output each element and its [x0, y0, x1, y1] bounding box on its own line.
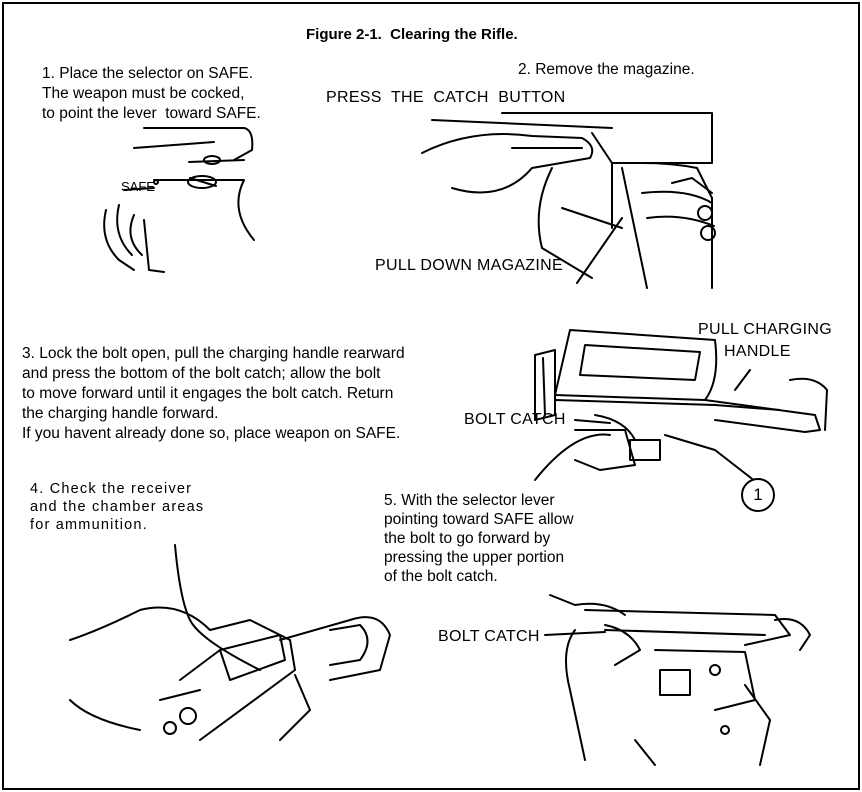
step-3-line: 3. Lock the bolt open, pull the charging… [22, 345, 405, 362]
step-4-line: and the chamber areas [30, 499, 205, 515]
pull-charging-label-line-2: HANDLE [724, 343, 791, 360]
magazine-illustration [421, 112, 716, 289]
step-3-line: If you havent already done so, place wea… [22, 425, 401, 442]
step-1-line: to point the lever toward SAFE. [42, 105, 261, 122]
step-2-text: 2. Remove the magazine. [518, 61, 695, 78]
selector-illustration [103, 127, 255, 273]
step-5-line: pointing toward SAFE allow [384, 511, 574, 528]
step-5-line: pressing the upper portion [384, 549, 565, 566]
step-4-line: for ammunition. [30, 517, 148, 533]
step-4-line: 4. Check the receiver [30, 481, 193, 497]
callout-1: 1 [741, 478, 775, 512]
safe-label: SAFE [121, 179, 155, 194]
pull-magazine-label: PULL DOWN MAGAZINE [375, 257, 563, 274]
step-1-line: The weapon must be cocked, [42, 85, 245, 102]
step-5-line: 5. With the selector lever [384, 492, 555, 509]
figure-title: Figure 2-1. Clearing the Rifle. [306, 26, 518, 43]
receiver-inspection-illustration [69, 544, 391, 741]
step-1-line: 1. Place the selector on SAFE. [42, 65, 254, 82]
step-5-line: of the bolt catch. [384, 568, 498, 585]
bolt-release-illustration [544, 594, 811, 766]
step-3-line: to move forward until it engages the bol… [22, 385, 394, 402]
press-catch-label: PRESS THE CATCH BUTTON [326, 89, 566, 106]
bolt-catch-label-step-5: BOLT CATCH [438, 628, 540, 645]
step-5-line: the bolt to go forward by [384, 530, 551, 547]
pull-charging-label-line-1: PULL CHARGING [698, 321, 833, 338]
charging-handle-illustration [534, 329, 828, 486]
step-3-line: the charging handle forward. [22, 405, 219, 422]
step-3-line: and press the bottom of the bolt catch; … [22, 365, 381, 382]
